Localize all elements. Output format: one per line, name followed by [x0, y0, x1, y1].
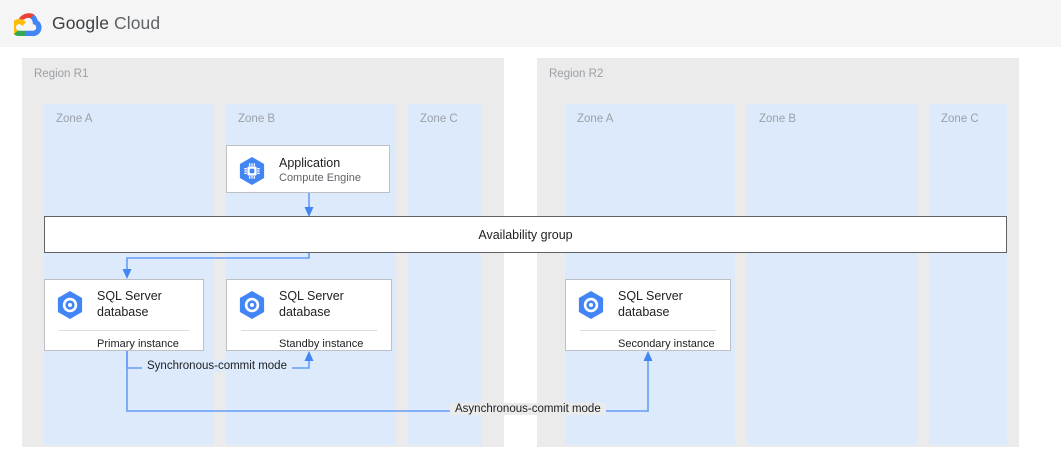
google-cloud-logo-icon — [14, 12, 42, 36]
node-sql-primary-title-line2: database — [97, 305, 149, 319]
region-r1-label: Region R1 — [34, 68, 89, 80]
node-sql-primary-header: SQL Server database — [45, 280, 203, 330]
zone-label: Zone A — [56, 113, 93, 125]
zone-label: Zone C — [941, 113, 979, 125]
node-application-header: Application Compute Engine — [227, 146, 389, 196]
region-r2-zone-c: Zone C — [929, 104, 1007, 445]
node-sql-secondary-divider — [580, 330, 716, 331]
zone-label: Zone A — [577, 113, 614, 125]
node-application[interactable]: Application Compute Engine — [226, 145, 390, 193]
brand-cloud: Cloud — [114, 13, 161, 33]
connector-label-sync-commit: Synchronous-commit mode — [142, 360, 292, 372]
node-sql-secondary-title-line1: SQL Server — [618, 289, 683, 304]
region-r2-zone-b: Zone B — [747, 104, 917, 445]
node-sql-standby[interactable]: SQL Server database Standby instance — [226, 279, 392, 351]
node-sql-secondary-title-line2: database — [618, 305, 670, 319]
node-sql-standby-instance-label: Standby instance — [279, 338, 364, 350]
node-sql-primary-text: SQL Server database — [97, 289, 162, 320]
node-sql-secondary-text: SQL Server database — [618, 289, 683, 320]
zone-label: Zone C — [420, 113, 458, 125]
region-r2-label: Region R2 — [549, 68, 604, 80]
node-application-title: Application — [279, 156, 341, 171]
zone-label: Zone B — [238, 113, 276, 125]
sql-server-database-icon — [239, 291, 265, 319]
availability-group-label: Availability group — [478, 227, 573, 242]
arrow-async-commit — [643, 351, 653, 361]
region-r1-zone-c: Zone C — [408, 104, 482, 445]
arrow-sync-commit — [304, 351, 314, 361]
arrow-ag-to-primary — [122, 269, 132, 279]
node-application-text: Application Compute Engine — [279, 156, 361, 185]
availability-group-box[interactable]: Availability group — [44, 216, 1007, 253]
architecture-diagram: Region R1 Zone A Zone B Zone C Region R2… — [0, 47, 1061, 476]
node-sql-secondary-header: SQL Server database — [566, 280, 730, 330]
node-sql-standby-title-line1: SQL Server — [279, 289, 344, 304]
node-sql-standby-text: SQL Server database — [279, 289, 344, 320]
node-sql-primary-instance-label: Primary instance — [97, 338, 179, 350]
region-r2-zone-a: Zone A — [565, 104, 735, 445]
node-sql-secondary-instance-label: Secondary instance — [618, 338, 715, 350]
compute-engine-icon — [239, 157, 265, 185]
zone-label: Zone B — [759, 113, 797, 125]
node-sql-standby-title-line2: database — [279, 305, 331, 319]
connector-label-async-commit: Asynchronous-commit mode — [450, 403, 606, 415]
node-sql-secondary[interactable]: SQL Server database Secondary instance — [565, 279, 731, 351]
sql-server-database-icon — [578, 291, 604, 319]
brand-wordmark: Google Cloud — [52, 13, 160, 34]
node-sql-primary-divider — [59, 330, 189, 331]
arrow-app-to-ag — [304, 207, 314, 217]
sql-server-database-icon — [57, 291, 83, 319]
node-sql-standby-header: SQL Server database — [227, 280, 391, 330]
connector-layer — [122, 193, 653, 412]
node-sql-primary-title-line1: SQL Server — [97, 289, 162, 304]
connector-async-commit — [126, 351, 649, 412]
connector-ag-to-primary — [126, 253, 310, 272]
brand-google: Google — [52, 13, 110, 33]
node-application-subtitle: Compute Engine — [279, 171, 361, 184]
node-sql-primary[interactable]: SQL Server database Primary instance — [44, 279, 204, 351]
page-header: Google Cloud — [0, 0, 1061, 47]
node-sql-standby-divider — [241, 330, 377, 331]
